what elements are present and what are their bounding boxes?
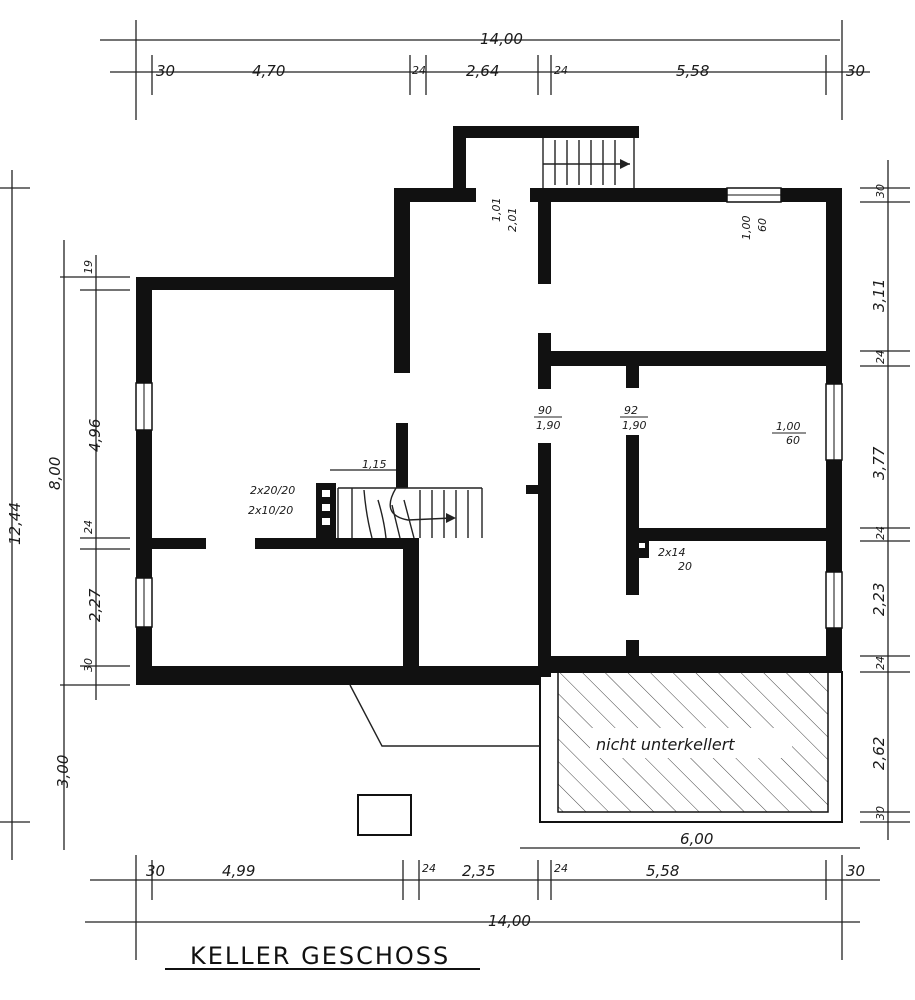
wall-room-divider-1 bbox=[551, 351, 829, 366]
dim-bottom-seg-4: 2,35 bbox=[462, 862, 495, 880]
wall-left-outer-mid bbox=[136, 430, 152, 578]
wall-room-divider-4 bbox=[639, 528, 829, 541]
dim-bottom-seg-2: 4,99 bbox=[222, 862, 255, 880]
wall-center-tower-left bbox=[394, 188, 410, 373]
dim-bottom-seg-5: 24 bbox=[554, 862, 568, 875]
dim-left-seg-4: 2,27 bbox=[86, 588, 104, 622]
outdoor-stair bbox=[542, 138, 635, 188]
dim-left-seg-1: 19 bbox=[82, 260, 95, 274]
dim-left-total: 12,44 bbox=[6, 502, 24, 545]
dim-right-seg-2: 3,11 bbox=[870, 279, 888, 312]
window-top-right-width: 1,00 bbox=[740, 216, 753, 241]
wall-corridor-left-low bbox=[538, 443, 551, 677]
wall-center-top-right bbox=[530, 188, 842, 202]
wall-left-interior-3 bbox=[403, 538, 419, 668]
window-top-right-height: 60 bbox=[756, 218, 769, 232]
wall-right-outer-top bbox=[826, 188, 842, 384]
door-top-height: 2,01 bbox=[506, 208, 519, 233]
wall-left-interior-1 bbox=[152, 538, 206, 549]
dim-right-seg-8: 2,62 bbox=[870, 737, 888, 770]
wall-center-stub bbox=[396, 423, 408, 488]
dim-top-seg-2: 4,70 bbox=[252, 62, 285, 80]
not-basement-label: nicht unterkellert bbox=[596, 735, 735, 754]
dim-top-seg-7: 30 bbox=[846, 62, 865, 80]
dim-top-seg-3: 24 bbox=[412, 64, 426, 77]
window-right-mid-width: 1,00 bbox=[776, 420, 801, 433]
dim-top-seg-6: 5,58 bbox=[676, 62, 709, 80]
stair-spec-2: 2x10/20 bbox=[248, 504, 293, 517]
wall-room-divider-2 bbox=[626, 366, 639, 388]
wall-room-divider-5 bbox=[626, 640, 639, 658]
dim-bottom-extra: 6,00 bbox=[680, 830, 713, 848]
wall-left-outer bbox=[136, 277, 152, 383]
wall-bottom bbox=[136, 666, 540, 685]
dim-right-seg-7: 24 bbox=[874, 656, 887, 670]
dim-top-seg-5: 24 bbox=[554, 64, 568, 77]
dim-bottom-seg-1: 30 bbox=[146, 862, 165, 880]
chimney-spec-2: 20 bbox=[678, 560, 692, 573]
dim-left-seg-6: 3,00 bbox=[54, 755, 72, 788]
chimney-left-flue-1 bbox=[322, 490, 330, 497]
dim-bottom-seg-7: 30 bbox=[846, 862, 865, 880]
dimension-lines bbox=[0, 20, 910, 970]
wall-center-top bbox=[394, 188, 476, 202]
terrace-outline bbox=[349, 684, 540, 836]
dim-bottom-total: 14,00 bbox=[488, 912, 531, 930]
dim-left-seg-3: 24 bbox=[82, 520, 95, 534]
door-right-corridor-width: 92 bbox=[624, 404, 638, 417]
chimney-spec-1: 2x14 bbox=[658, 546, 686, 559]
chimney-right-flue bbox=[639, 543, 645, 548]
wall-right-outer-mid bbox=[826, 460, 842, 572]
door-right-corridor-height: 1,90 bbox=[622, 419, 647, 432]
dim-right-seg-9: 30 bbox=[874, 806, 887, 820]
dim-left-inner: 8,00 bbox=[46, 457, 64, 490]
dim-right-seg-1: 30 bbox=[874, 184, 887, 198]
interior-stair bbox=[337, 487, 483, 539]
door-left-corridor-width: 90 bbox=[538, 404, 552, 417]
chimney-left-flue-2 bbox=[322, 504, 330, 511]
plan-title: KELLER GESCHOSS bbox=[190, 942, 450, 970]
unexcavated-area bbox=[539, 671, 843, 823]
stair-width-label: 1,15 bbox=[362, 458, 387, 471]
chimney-left bbox=[316, 483, 336, 541]
dim-top-seg-4: 2,64 bbox=[466, 62, 499, 80]
dim-bottom-seg-3: 24 bbox=[422, 862, 436, 875]
wall-room-divider-3 bbox=[626, 435, 639, 595]
window-right-mid-height: 60 bbox=[786, 434, 800, 447]
windows bbox=[135, 187, 843, 629]
dim-left-seg-2: 4,96 bbox=[86, 419, 104, 452]
dim-top-total: 14,00 bbox=[480, 30, 523, 48]
dim-right-seg-3: 24 bbox=[874, 350, 887, 364]
dim-left-seg-5: 30 bbox=[82, 658, 95, 672]
door-top-width: 1,01 bbox=[490, 198, 503, 223]
wall-stair-enclosure-left bbox=[453, 126, 466, 190]
wall-left-interior-2 bbox=[255, 538, 414, 549]
wall-left-top bbox=[136, 277, 394, 290]
wall-corridor-stub bbox=[526, 485, 540, 494]
dim-top-seg-1: 30 bbox=[156, 62, 175, 80]
stair-spec-1: 2x20/20 bbox=[250, 484, 295, 497]
chimney-left-flue-3 bbox=[322, 518, 330, 525]
dim-right-seg-6: 2,23 bbox=[870, 583, 888, 616]
door-left-corridor-height: 1,90 bbox=[536, 419, 561, 432]
dim-bottom-seg-6: 5,58 bbox=[646, 862, 679, 880]
walls bbox=[136, 126, 842, 685]
wall-right-bottom bbox=[540, 656, 842, 672]
wall-corridor-left-mid bbox=[538, 333, 551, 389]
dim-right-seg-4: 3,77 bbox=[870, 446, 888, 480]
dim-right-seg-5: 24 bbox=[874, 526, 887, 540]
wall-corridor-left-top bbox=[538, 198, 551, 284]
wall-stair-enclosure-top bbox=[453, 126, 639, 138]
